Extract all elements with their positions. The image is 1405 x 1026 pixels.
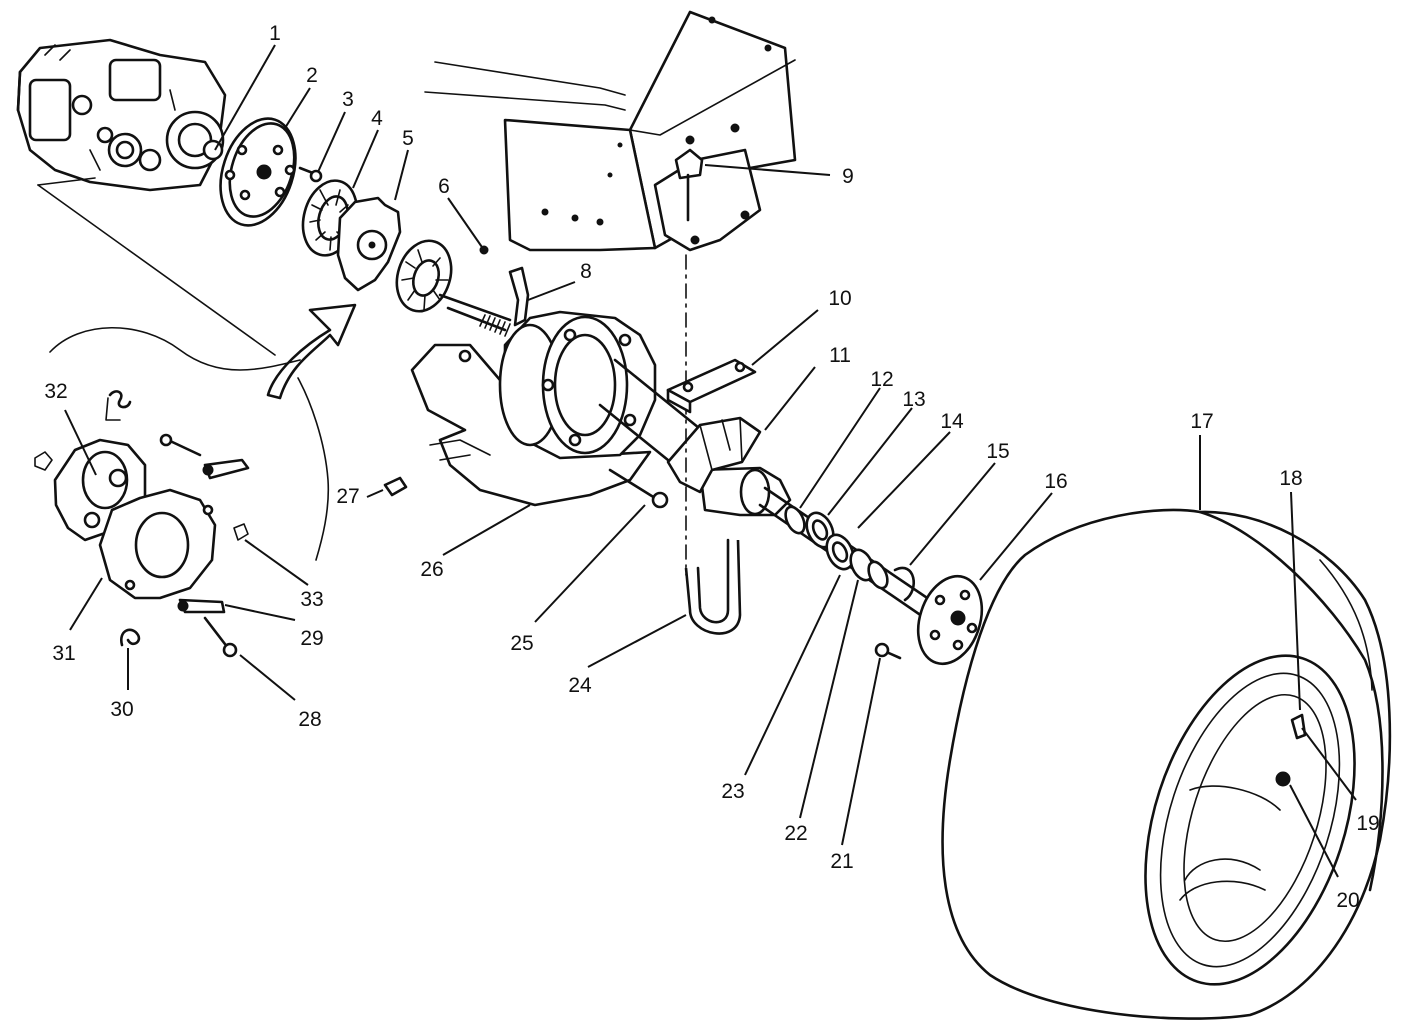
callout-20: 20 (1336, 889, 1359, 912)
callout-10: 10 (828, 287, 851, 310)
callout-26: 26 (420, 558, 443, 581)
frame-outline (37, 61, 626, 356)
callout-30: 30 (110, 698, 133, 721)
callout-8: 8 (580, 260, 592, 283)
hub-screw (298, 166, 323, 183)
axle-shaft-spline (438, 293, 512, 337)
callout-24: 24 (568, 674, 592, 697)
callout-23: 23 (721, 780, 744, 803)
transmission-housing (16, 38, 227, 192)
callout-6: 6 (438, 175, 450, 198)
callout-labels: 1 2 3 4 5 6 8 9 10 11 12 13 14 15 16 17 … (44, 22, 1379, 912)
callout-22: 22 (784, 822, 807, 845)
wheel-bolt (874, 642, 902, 660)
axle-tube (698, 466, 947, 627)
callout-29: 29 (300, 627, 323, 650)
callout-2: 2 (306, 64, 318, 87)
callout-1: 1 (269, 22, 281, 45)
frame-bracket (503, 10, 797, 252)
mounting-bolt (674, 148, 704, 222)
tire-and-wheel (941, 508, 1392, 1020)
bearing-stack (784, 505, 915, 602)
callout-19: 19 (1356, 812, 1379, 835)
callout-5: 5 (402, 127, 414, 150)
callout-9: 9 (842, 165, 854, 188)
callout-25: 25 (510, 632, 533, 655)
long-bolt (608, 468, 669, 509)
callout-28: 28 (298, 708, 321, 731)
callout-11: 11 (829, 344, 851, 367)
direction-arrow (266, 303, 357, 400)
callout-27: 27 (336, 485, 359, 508)
callout-21: 21 (830, 850, 853, 873)
callout-17: 17 (1190, 410, 1213, 433)
axle-housing (410, 310, 722, 507)
brake-plate (336, 196, 402, 292)
brake-assembly-detail (34, 390, 250, 658)
wheel-hub-flange (916, 574, 984, 666)
callout-12: 12 (870, 368, 893, 391)
leader-lines (64, 44, 1357, 878)
callout-15: 15 (986, 440, 1009, 463)
spacer-plate (666, 358, 757, 414)
detail-curve (49, 327, 330, 561)
u-bolt (684, 538, 742, 635)
bracket-clip (508, 266, 530, 327)
callout-16: 16 (1044, 470, 1067, 493)
small-bolt (383, 476, 408, 497)
callout-13: 13 (902, 388, 925, 411)
drive-hub-flange (219, 117, 297, 227)
callout-32: 32 (44, 380, 67, 403)
callout-4: 4 (371, 107, 383, 130)
callout-3: 3 (342, 88, 354, 111)
pillow-block (666, 416, 762, 494)
callout-18: 18 (1279, 467, 1302, 490)
inner-drive-disc (395, 239, 453, 313)
callout-14: 14 (940, 410, 964, 433)
callout-33: 33 (300, 588, 323, 611)
callout-31: 31 (52, 642, 75, 665)
